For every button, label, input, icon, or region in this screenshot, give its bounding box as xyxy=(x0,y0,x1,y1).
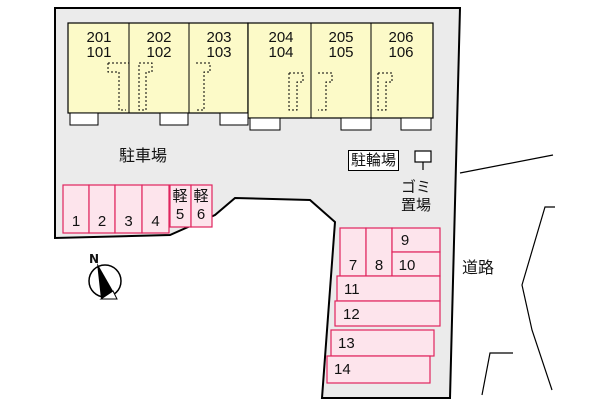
road-edge xyxy=(481,352,513,396)
building-wing-right xyxy=(247,22,434,119)
parking-stall xyxy=(114,184,143,234)
compass-needle xyxy=(97,263,113,299)
stall-number: 4 xyxy=(151,213,160,230)
parking-block-left xyxy=(62,184,170,234)
road-label: 道路 xyxy=(462,258,495,277)
stall-number: 8 xyxy=(374,257,384,274)
stair-outline xyxy=(196,62,211,111)
compass-needle-tail xyxy=(99,290,118,300)
balcony xyxy=(219,112,249,126)
parking-stall xyxy=(365,227,393,277)
garbage-area-label: 置場 xyxy=(401,196,432,214)
parking-block-right xyxy=(326,227,441,384)
stall-number: 9 xyxy=(400,232,410,249)
garbage-bin xyxy=(414,150,432,163)
stall-number: 14 xyxy=(334,361,351,378)
parking-stall xyxy=(330,329,435,357)
parking-area-label: 駐車場 xyxy=(119,146,168,165)
building-wing-left xyxy=(67,22,249,114)
parking-stall xyxy=(62,184,90,234)
balcony xyxy=(340,117,372,131)
parking-stall xyxy=(391,227,441,253)
apartment-building xyxy=(67,22,434,131)
compass-north-label: N xyxy=(89,252,100,266)
stair-outline xyxy=(377,72,393,111)
stair-outline xyxy=(318,72,333,111)
stair-outline xyxy=(138,62,153,111)
stall-number: 7 xyxy=(348,257,358,274)
bicycle-parking-label: 駐輪場 xyxy=(348,150,400,171)
parking-block-kei xyxy=(169,184,213,228)
parking-stall xyxy=(141,184,170,234)
balcony xyxy=(249,117,281,131)
parking-stall-kei xyxy=(190,184,213,228)
stair-outline xyxy=(288,72,304,111)
balcony xyxy=(69,112,99,126)
road xyxy=(459,154,555,396)
parking-stall xyxy=(326,355,431,384)
balcony xyxy=(159,112,189,126)
balcony xyxy=(400,117,432,131)
parking-stall xyxy=(336,275,441,302)
stall-number: 13 xyxy=(338,335,355,352)
stall-number: 10 xyxy=(398,257,416,274)
garbage-area-label: ゴミ xyxy=(401,178,432,196)
parking-stall xyxy=(334,300,441,327)
road-edge xyxy=(521,206,555,391)
stall-number: 3 xyxy=(124,213,133,230)
north-compass xyxy=(88,263,122,300)
stair-outline xyxy=(107,62,130,113)
stall-number: 2 xyxy=(97,213,107,230)
stall-number: 1 xyxy=(71,213,81,230)
road-edge xyxy=(459,154,554,174)
stall-number: 12 xyxy=(343,306,360,323)
stall-number: 11 xyxy=(344,281,360,298)
parking-stall xyxy=(391,251,441,277)
